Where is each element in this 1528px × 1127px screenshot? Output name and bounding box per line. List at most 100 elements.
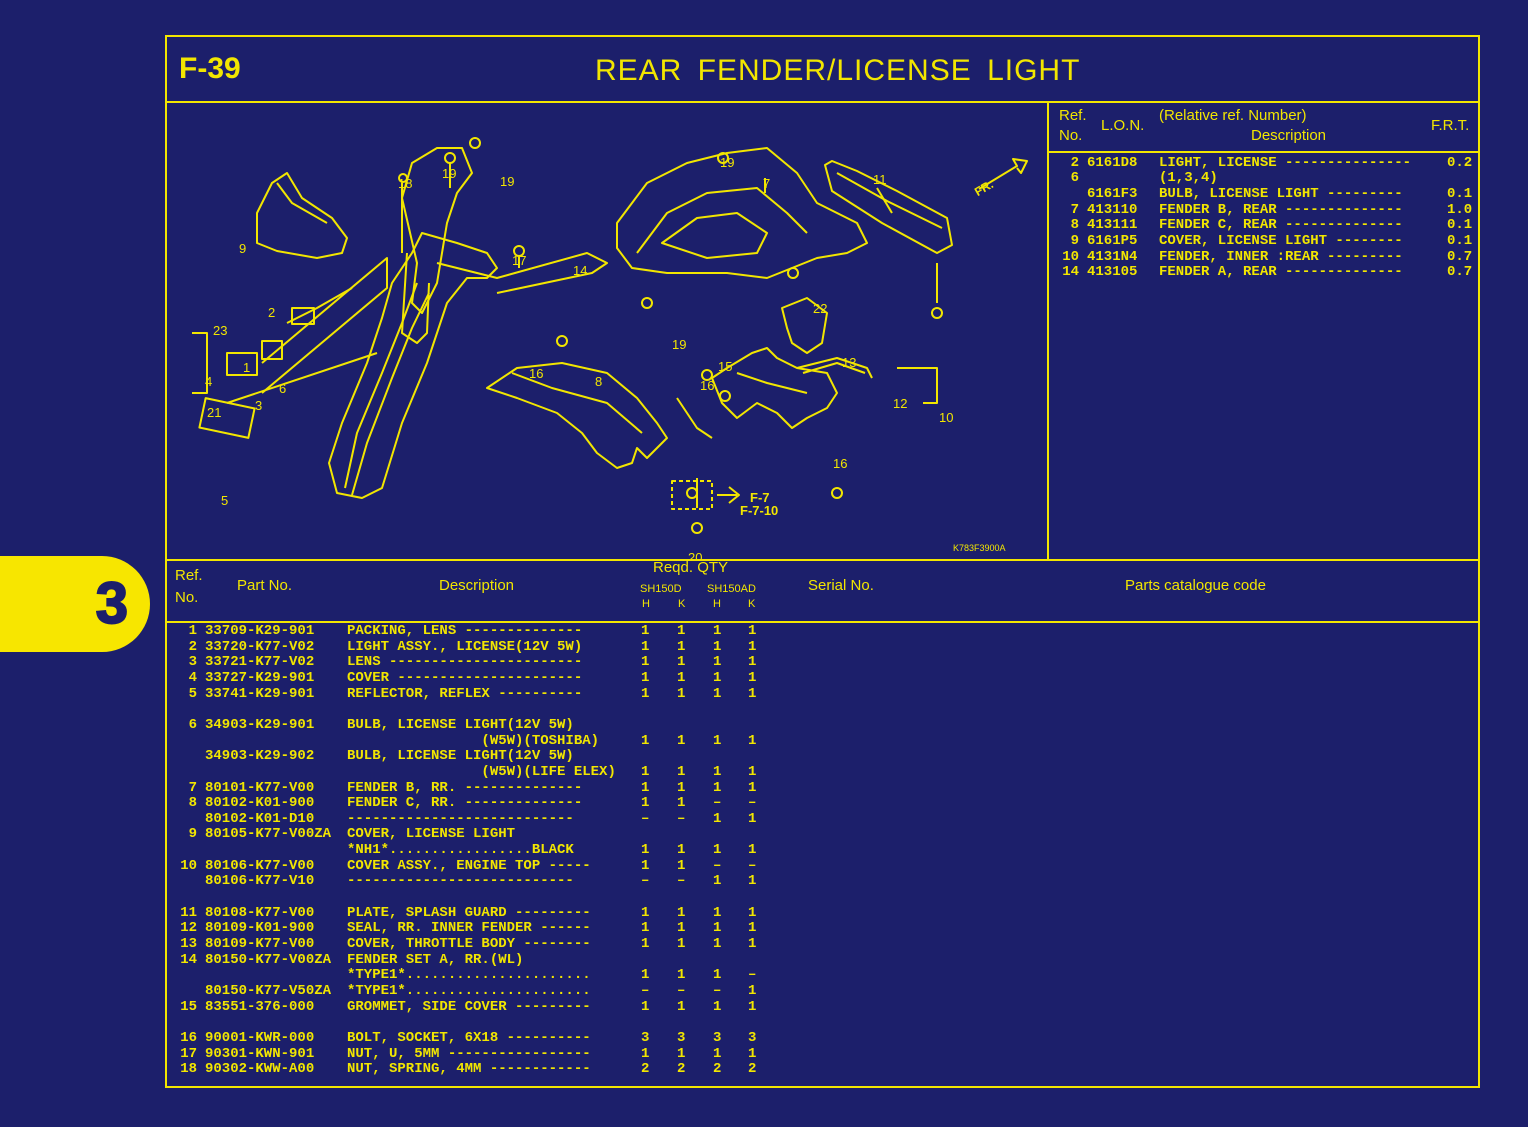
lon-ref: 6 <box>1070 170 1079 186</box>
part-qty: 1 <box>713 920 722 937</box>
lon-description: BULB, LICENSE LIGHT --------- <box>1159 186 1403 202</box>
part-qty: 1 <box>748 998 757 1015</box>
part-description: GROMMET, SIDE COVER --------- <box>347 998 591 1015</box>
callout-16b: 16 <box>700 378 714 393</box>
part-description: BOLT, SOCKET, 6X18 ---------- <box>347 1029 591 1046</box>
col-reqd-qty: Reqd. QTY <box>653 559 729 576</box>
lon-frt: 0.7 <box>1447 249 1473 265</box>
part-qty: 1 <box>713 638 722 655</box>
ref-f7[interactable]: F-7 <box>750 490 770 505</box>
part-description: FENDER SET A, RR.(WL) <box>347 951 524 968</box>
part-number: 80109-K01-900 <box>205 920 315 937</box>
lon-frt: 0.1 <box>1447 186 1473 202</box>
part-qty: 1 <box>677 763 686 780</box>
part-qty: – <box>713 857 722 874</box>
part-qty: 1 <box>641 669 650 686</box>
lon-code: 6161P5 <box>1087 233 1138 249</box>
part-number: 80150-K77-V50ZA <box>205 982 332 999</box>
part-qty: 1 <box>677 623 686 639</box>
part-number: 90001-KWR-000 <box>205 1029 315 1046</box>
callout-2: 2 <box>268 305 275 320</box>
part-qty: 1 <box>713 623 722 639</box>
part-qty: 1 <box>641 967 650 984</box>
labor-operation-table: Ref. No. L.O.N. (Relative ref. Number) D… <box>1049 103 1478 559</box>
lon-ref: 10 <box>1062 249 1079 265</box>
part-qty: 1 <box>677 857 686 874</box>
lon-code: 6161F3 <box>1087 186 1138 202</box>
part-qty: 1 <box>713 685 722 702</box>
part-qty: 1 <box>641 638 650 655</box>
lon-col-no: No. <box>1059 127 1083 144</box>
part-qty: 1 <box>748 669 757 686</box>
part-ref: 7 <box>188 779 197 796</box>
part-qty: 1 <box>641 654 650 671</box>
part-description: COVER, LICENSE LIGHT <box>347 826 516 843</box>
part-qty: 1 <box>748 654 757 671</box>
part-ref: 10 <box>180 857 197 874</box>
ref-f7-10[interactable]: F-7-10 <box>740 503 778 518</box>
part-description: BULB, LICENSE LIGHT(12V 5W) <box>347 716 574 733</box>
callout-12: 12 <box>893 396 907 411</box>
lon-frt: 1.0 <box>1447 202 1473 218</box>
part-qty: 1 <box>748 779 757 796</box>
part-qty: – <box>748 967 757 984</box>
part-ref: 12 <box>180 920 197 937</box>
col-model-sh150ad: SH150AD <box>707 583 756 595</box>
part-ref: 13 <box>180 936 197 952</box>
part-description: COVER ASSY., ENGINE TOP ----- <box>347 857 591 874</box>
part-qty: 3 <box>641 1029 650 1046</box>
part-ref: 1 <box>188 623 197 639</box>
part-qty: 1 <box>748 810 757 827</box>
callout-16c: 16 <box>833 456 847 471</box>
part-qty: 1 <box>713 669 722 686</box>
part-ref: 6 <box>188 716 197 733</box>
part-qty: 1 <box>641 1045 650 1062</box>
part-qty: – <box>641 873 650 890</box>
part-qty: 1 <box>677 920 686 937</box>
part-qty: 1 <box>748 904 757 921</box>
part-qty: 1 <box>713 904 722 921</box>
callout-20: 20 <box>688 550 702 559</box>
callout-15: 15 <box>718 359 732 374</box>
lon-col-frt: F.R.T. <box>1431 117 1470 134</box>
part-qty: 1 <box>748 982 757 999</box>
col-k2: K <box>748 598 756 610</box>
part-qty: 1 <box>713 1045 722 1062</box>
part-qty: 1 <box>641 732 650 749</box>
part-qty: 1 <box>748 732 757 749</box>
part-qty: 1 <box>677 1045 686 1062</box>
part-qty: 1 <box>748 842 757 859</box>
part-qty: – <box>641 982 650 999</box>
callout-1: 1 <box>243 360 250 375</box>
part-qty: 1 <box>713 998 722 1015</box>
part-qty: 1 <box>677 998 686 1015</box>
callout-16a: 16 <box>529 366 543 381</box>
lon-header: Ref. No. L.O.N. (Relative ref. Number) D… <box>1049 103 1478 153</box>
part-description: REFLECTOR, REFLEX ---------- <box>347 685 583 702</box>
part-qty: 1 <box>677 732 686 749</box>
part-description: (W5W)(TOSHIBA) <box>347 732 600 749</box>
callout-7: 7 <box>763 176 770 191</box>
part-description: LIGHT ASSY., LICENSE(12V 5W) <box>347 638 583 655</box>
part-qty: 1 <box>713 654 722 671</box>
parts-table-header: Ref. No. Part No. Description Reqd. QTY … <box>167 559 1478 623</box>
part-qty: 1 <box>713 842 722 859</box>
lon-ref: 14 <box>1062 264 1079 280</box>
part-qty: 1 <box>713 873 722 890</box>
part-qty: 1 <box>713 763 722 780</box>
part-qty: 1 <box>713 779 722 796</box>
lon-description: FENDER, INNER :REAR --------- <box>1159 249 1403 265</box>
lon-ref: 9 <box>1070 233 1079 249</box>
section-tab[interactable]: 3 <box>0 556 150 652</box>
col-h1: H <box>642 598 650 610</box>
lon-col-ref: Ref. <box>1059 107 1087 124</box>
part-qty: 1 <box>641 936 650 952</box>
part-qty: 1 <box>713 936 722 952</box>
part-description: --------------------------- <box>347 873 574 890</box>
part-qty: – <box>677 982 686 999</box>
lon-description: FENDER B, REAR -------------- <box>1159 202 1403 218</box>
part-qty: 2 <box>713 1061 722 1078</box>
col-no: No. <box>175 589 199 606</box>
callout-23: 23 <box>213 323 227 338</box>
lon-description: COVER, LICENSE LIGHT -------- <box>1159 233 1403 249</box>
